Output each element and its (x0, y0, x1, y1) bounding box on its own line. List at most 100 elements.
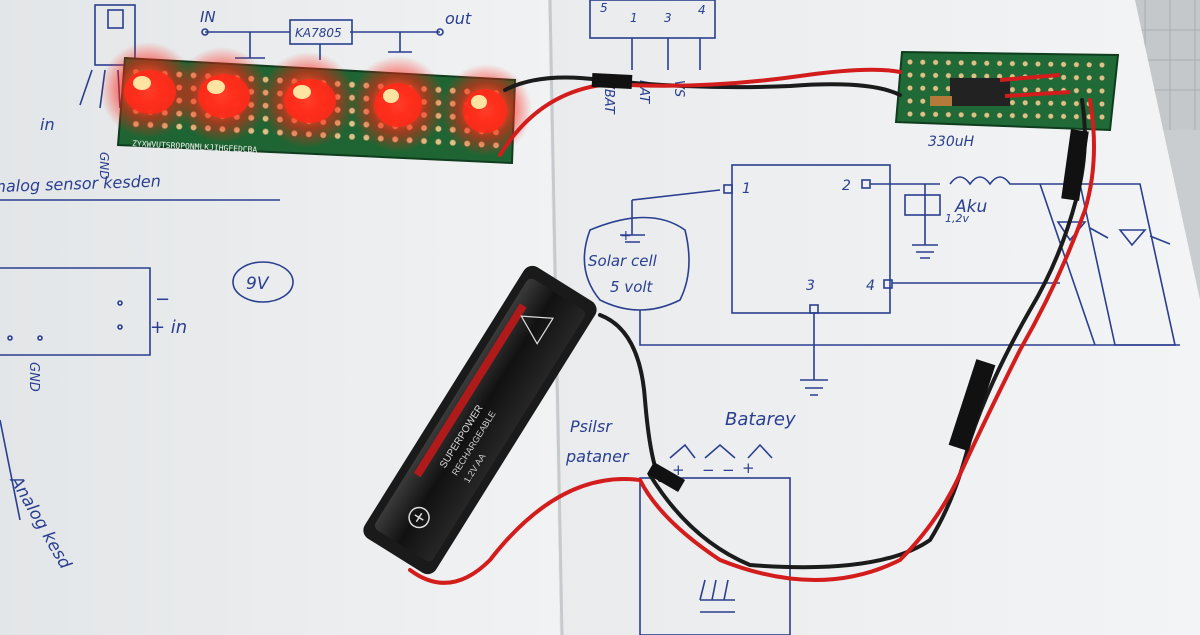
driver-pad (983, 60, 990, 67)
label-in-side: in (40, 115, 55, 134)
battery-plus-sign (414, 512, 424, 523)
led-2 (198, 74, 250, 118)
driver-pad (971, 73, 977, 79)
pol-minus-2: − (722, 461, 735, 479)
battery-red-stripe (413, 303, 527, 478)
header-pin-4: 4 (698, 3, 706, 17)
driver-pad (1009, 112, 1016, 119)
led-3 (284, 79, 336, 123)
label-inductor: 330uH (928, 134, 975, 150)
driver-pad (919, 72, 926, 79)
label-pil-1: Psilsr (570, 417, 613, 436)
driver-pad (1099, 62, 1105, 68)
driver-pad (1099, 88, 1105, 94)
pin-3: 3 (806, 278, 815, 294)
driver-pad (1035, 113, 1041, 119)
pin-2: 2 (842, 178, 851, 194)
battery-body (375, 278, 585, 562)
battery-warning-icon (520, 315, 555, 345)
driver-pad (945, 59, 952, 66)
ka7805-box (289, 19, 353, 45)
pin-4: 4 (866, 278, 875, 294)
driver-pad (907, 72, 913, 78)
driver-pad (919, 85, 926, 92)
driver-pad (1099, 101, 1105, 107)
heat-shrink-battery (646, 461, 686, 493)
label-minus: − (155, 289, 170, 310)
wire-red-down (408, 98, 1096, 585)
driver-pad (1022, 60, 1029, 67)
driver-pad (945, 111, 952, 118)
driver-pad (1022, 112, 1029, 119)
driver-pad (1009, 86, 1016, 93)
led-1-highlight (133, 76, 151, 90)
driver-pad (971, 112, 977, 118)
driver-pad (958, 111, 965, 118)
label-out-top: out (445, 9, 472, 28)
pol-minus-1: − (702, 461, 715, 479)
driver-pad (1060, 74, 1067, 81)
driver-pad (1073, 61, 1080, 68)
label-vs: VS (671, 80, 686, 97)
driver-pad (1060, 100, 1067, 107)
led-1 (124, 70, 176, 114)
driver-pad (932, 111, 939, 118)
driver-pad (932, 85, 939, 92)
driver-pad (907, 111, 913, 117)
driver-pad (1099, 114, 1105, 120)
driver-pad (1022, 99, 1029, 106)
led-4 (374, 83, 422, 127)
label-nine-volt: 9V (246, 274, 270, 294)
driver-pad (971, 60, 977, 66)
driver-pad (919, 59, 926, 66)
driver-pad (1099, 75, 1105, 81)
right-page (548, 0, 1200, 635)
driver-pad (1086, 87, 1093, 94)
driver-pad (1047, 113, 1054, 120)
driver-pad (1073, 74, 1080, 81)
driver-pad (1073, 87, 1080, 94)
driver-pad (1035, 100, 1041, 106)
pol-plus-2: + (742, 459, 755, 477)
pin-1: 1 (742, 181, 751, 197)
label-gnd-lower: GND (26, 362, 41, 392)
label-plus-in: + in (150, 317, 187, 338)
wire-red-top (498, 67, 902, 157)
driver-pad (907, 98, 913, 104)
driver-chip (950, 78, 1010, 106)
label-akku-v: 1,2v (945, 212, 969, 225)
label-vbat: VBAT (601, 80, 616, 115)
driver-pad (907, 59, 913, 65)
driver-jumper-wires (999, 73, 1071, 98)
driver-pad (1047, 100, 1054, 107)
wires (408, 67, 1096, 585)
driver-pad (996, 60, 1003, 67)
driver-pad (1035, 61, 1041, 67)
right-labels: 5 1 3 4 VBAT LAT VS 330uH 1 2 3 4 Aku 1,… (565, 1, 987, 479)
driver-pad (1086, 74, 1093, 81)
heat-shrink-top (591, 72, 633, 90)
right-schematic (583, 0, 1180, 635)
led-3-highlight (293, 85, 311, 99)
driver-pad (932, 59, 939, 66)
driver-pad (1035, 87, 1041, 93)
label-akku: Aku (954, 197, 987, 217)
heat-shrink-right (1061, 129, 1089, 201)
driver-board (894, 50, 1120, 132)
label-in-top: IN (200, 8, 216, 26)
driver-pad (1009, 99, 1016, 106)
driver-pad (907, 85, 913, 91)
driver-pad (1009, 60, 1016, 67)
heat-shrink-lower (948, 359, 996, 451)
battery-plus-mark (408, 506, 430, 529)
label-solar-1: Solar cell (588, 252, 658, 270)
aa-battery: SUPERPOWER RECHARGEABLE 1.2V AA (363, 265, 597, 575)
driver-pad (1060, 61, 1067, 68)
driver-pad (996, 112, 1003, 119)
driver-pad (1022, 86, 1029, 93)
label-pil-2: pataner (565, 447, 630, 466)
driver-pad (958, 59, 965, 66)
driver-pad (958, 72, 965, 79)
label-solar-plus: + (620, 228, 632, 244)
